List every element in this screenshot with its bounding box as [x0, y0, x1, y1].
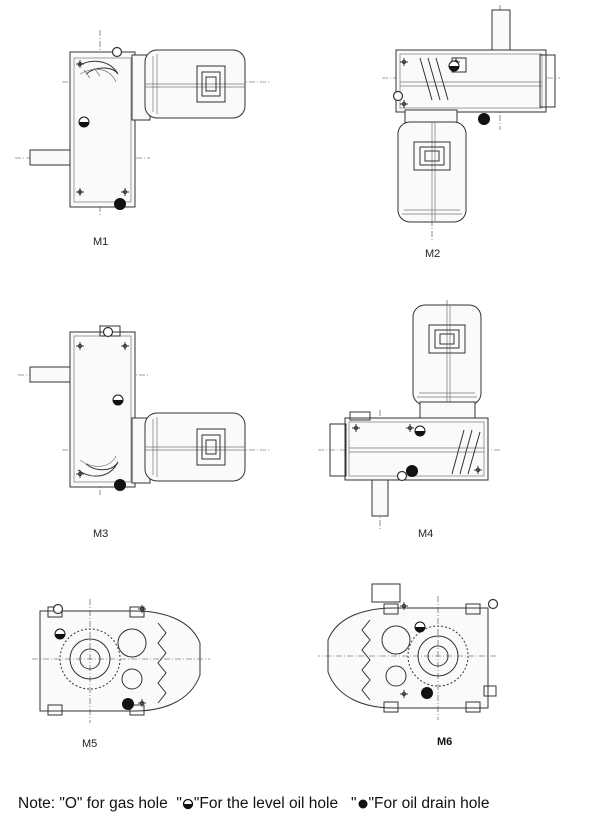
gas-hole-icon	[396, 470, 408, 482]
position-m6: M6	[317, 583, 499, 748]
label-m2: M2	[425, 248, 440, 260]
gas-hole-icon	[111, 46, 123, 58]
position-m1: M1	[15, 30, 270, 248]
gear-case	[69, 51, 136, 208]
gear-case	[395, 49, 547, 113]
gas-hole-icon	[102, 326, 114, 338]
oil-drain-hole-icon	[421, 687, 433, 699]
oil-drain-hole-icon	[406, 465, 418, 477]
note-gas-hole: "O" for gas hole	[59, 795, 168, 812]
position-m2: M2	[382, 5, 560, 260]
oil-drain-hole-icon	[114, 198, 126, 210]
note-oil-drain-hole: "For oil drain hole	[368, 795, 490, 812]
output-shaft	[371, 479, 389, 517]
output-shaft	[491, 9, 511, 51]
gas-hole-icon	[392, 90, 404, 102]
position-m5: M5	[31, 598, 211, 750]
gas-hole-icon	[52, 603, 64, 615]
oil-drain-hole-icon	[114, 479, 126, 491]
note-drain-open: "	[351, 795, 357, 812]
label-m1: M1	[93, 236, 108, 248]
label-m4: M4	[418, 528, 433, 540]
level-oil-hole-icon	[112, 394, 124, 406]
note-level-open: "	[176, 795, 182, 812]
oil-drain-hole-icon	[478, 113, 490, 125]
oil-drain-hole-icon	[122, 698, 134, 710]
level-oil-hole-icon	[414, 621, 426, 633]
label-m5: M5	[82, 738, 97, 750]
position-m3: M3	[18, 325, 270, 540]
label-m6: M6	[437, 736, 452, 748]
label-m3: M3	[93, 528, 108, 540]
legend-note: Note: "O" for gas hole " "For the level o…	[18, 795, 489, 813]
level-oil-hole-icon	[182, 798, 194, 810]
level-oil-hole-icon	[78, 116, 90, 128]
note-level-oil-hole: "For the level oil hole	[193, 795, 339, 812]
level-oil-hole-icon	[448, 60, 460, 72]
oil-drain-hole-icon	[358, 799, 368, 809]
note-prefix: Note:	[18, 795, 60, 812]
output-shaft	[29, 366, 73, 383]
gas-hole-icon	[487, 598, 499, 610]
position-m4: M4	[318, 300, 500, 540]
output-shaft	[29, 149, 73, 166]
level-oil-hole-icon	[414, 425, 426, 437]
level-oil-hole-icon	[54, 628, 66, 640]
gear-case	[69, 331, 136, 488]
